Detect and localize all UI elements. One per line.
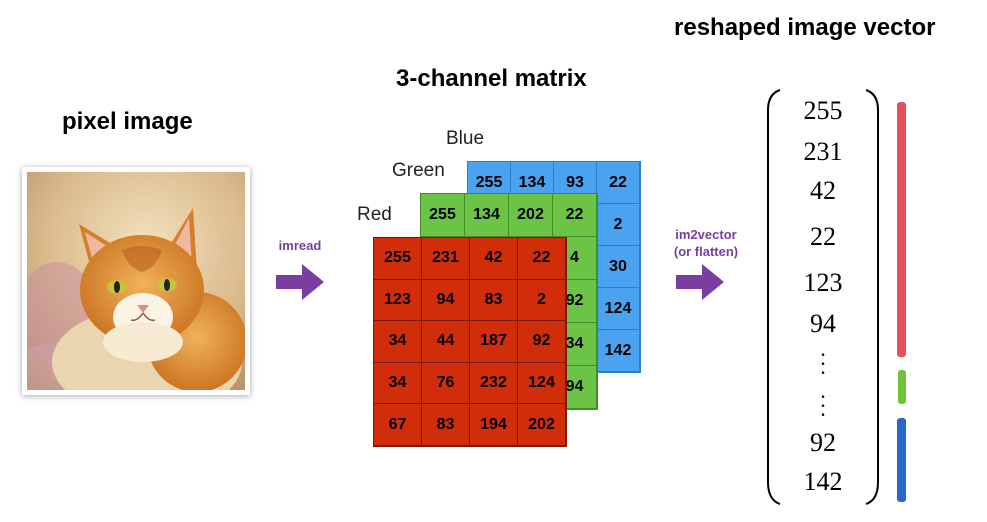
green-channel-label: Green bbox=[392, 160, 445, 181]
matrix-cell: 142 bbox=[597, 330, 640, 372]
matrix-cell: 255 bbox=[421, 194, 465, 237]
vector-value: 231 bbox=[803, 137, 843, 166]
matrix-cell: 194 bbox=[470, 404, 518, 446]
matrix-cell: 22 bbox=[518, 238, 566, 280]
vector-value: 255 bbox=[803, 96, 843, 125]
matrix-cell: 202 bbox=[518, 404, 566, 446]
vector-ellipsis-icon: ··· bbox=[819, 384, 827, 427]
matrix-cell: 123 bbox=[374, 279, 422, 322]
vector-brackets bbox=[767, 89, 879, 505]
matrix-cell: 34 bbox=[374, 362, 422, 405]
matrix-title: 3-channel matrix bbox=[396, 65, 587, 92]
vector-value: 92 bbox=[810, 428, 836, 457]
matrix-cell: 134 bbox=[465, 194, 509, 237]
imread-arrow-icon bbox=[276, 264, 324, 300]
im2vector-label: im2vector (or flatten) bbox=[660, 226, 752, 260]
green-segment-bar bbox=[898, 370, 906, 404]
im2vector-label-line2: (or flatten) bbox=[673, 244, 739, 259]
matrix-cell: 94 bbox=[422, 279, 470, 322]
matrix-cell: 34 bbox=[553, 323, 597, 366]
matrix-cell: 2 bbox=[597, 204, 640, 246]
pixel-image-title: pixel image bbox=[62, 108, 193, 135]
matrix-cell: 202 bbox=[509, 194, 553, 237]
matrix-cell: 187 bbox=[470, 321, 518, 363]
matrix-cell: 255 bbox=[374, 238, 422, 280]
red-channel-matrix: 255 231 42 22 123 94 83 2 34 44 187 92 3… bbox=[373, 237, 567, 447]
matrix-cell: 92 bbox=[518, 321, 566, 363]
matrix-cell: 22 bbox=[597, 162, 640, 204]
cat-photo bbox=[22, 167, 250, 395]
vector-value: 142 bbox=[803, 467, 843, 496]
red-segment-bar bbox=[897, 102, 906, 357]
im2vector-arrow-icon bbox=[676, 264, 724, 300]
red-channel-label: Red bbox=[357, 204, 392, 225]
vector-value: 123 bbox=[803, 268, 843, 297]
imread-label: imread bbox=[278, 238, 322, 253]
blue-channel-label: Blue bbox=[446, 128, 485, 149]
vector-value: 94 bbox=[810, 309, 836, 338]
matrix-cell: 124 bbox=[518, 362, 566, 405]
cat-image bbox=[27, 172, 245, 390]
matrix-cell: 44 bbox=[422, 321, 470, 363]
matrix-cell: 22 bbox=[553, 194, 597, 237]
matrix-cell: 42 bbox=[470, 238, 518, 280]
matrix-cell: 30 bbox=[597, 246, 640, 288]
matrix-cell: 76 bbox=[422, 362, 470, 405]
vector-value: 22 bbox=[810, 222, 836, 251]
vector-title: reshaped image vector bbox=[674, 14, 936, 41]
vector-value: 42 bbox=[810, 176, 836, 205]
matrix-cell: 92 bbox=[553, 280, 597, 323]
matrix-cell: 83 bbox=[422, 404, 470, 446]
matrix-cell: 124 bbox=[597, 288, 640, 330]
matrix-cell: 4 bbox=[553, 237, 597, 280]
matrix-cell: 232 bbox=[470, 362, 518, 405]
matrix-cell: 67 bbox=[374, 404, 422, 446]
matrix-cell: 34 bbox=[374, 321, 422, 363]
matrix-cell: 2 bbox=[518, 279, 566, 322]
matrix-cell: 94 bbox=[553, 366, 597, 409]
blue-segment-bar bbox=[897, 418, 906, 502]
im2vector-label-line1: im2vector bbox=[675, 227, 737, 242]
matrix-cell: 231 bbox=[422, 238, 470, 280]
vector-ellipsis-icon: ··· bbox=[819, 342, 827, 385]
matrix-cell: 83 bbox=[470, 279, 518, 322]
